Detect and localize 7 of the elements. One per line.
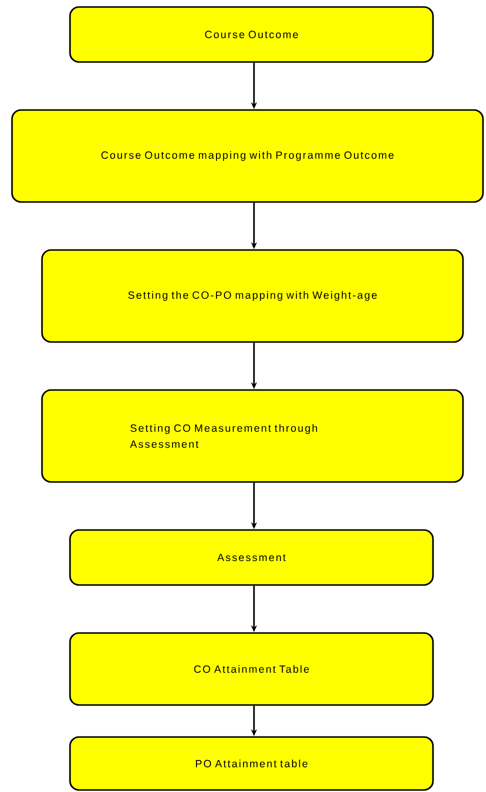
process-box: Setting CO Measurement through Assessment xyxy=(41,389,464,483)
process-box: Course Outcome xyxy=(69,6,434,63)
process-box: Course Outcome mapping with Programme Outcome xyxy=(11,109,484,203)
process-box: PO Attainment table xyxy=(69,736,434,791)
process-box: Assessment xyxy=(69,529,434,586)
process-box: Setting the CO-PO mapping with Weight-age xyxy=(41,249,464,343)
process-box: CO Attainment Table xyxy=(69,632,434,706)
